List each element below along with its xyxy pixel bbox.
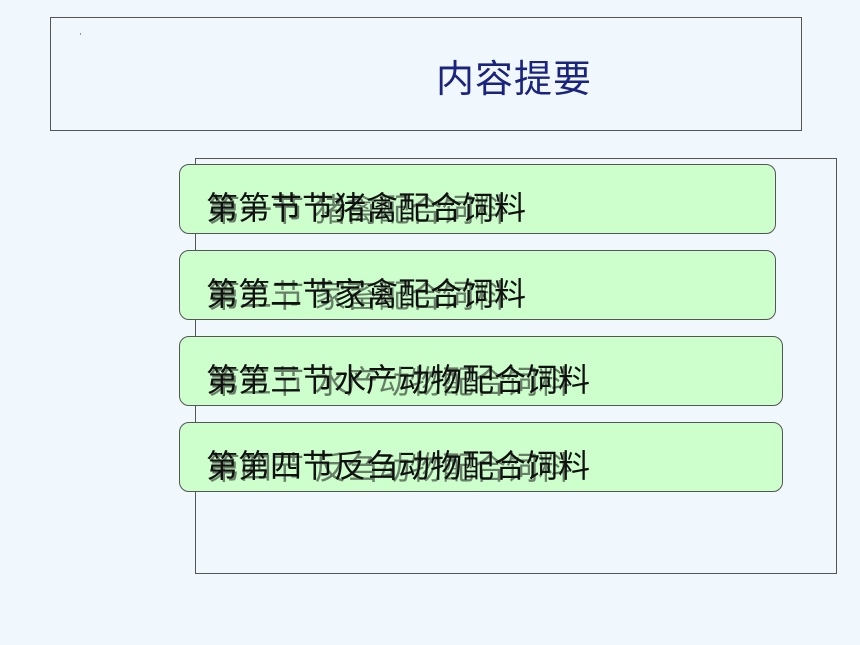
- section-item-3[interactable]: 第三节 水产动物配合饲料 第第三节水产动物配合饲料: [179, 336, 783, 406]
- page-title: 内容提要: [436, 57, 593, 101]
- section-label-3: 第第三节水产动物配合饲料: [206, 361, 591, 399]
- section-label-overlap-4: 第四节 反刍动物配合饲料: [208, 449, 571, 487]
- section-label-overlap-3: 第三节 水产动物配合饲料: [208, 363, 571, 401]
- section-label-overlap-1: 第一节 猪禽配合饲料: [208, 191, 507, 229]
- section-label-overlap-2: 第二节 家畜配合饲料: [208, 277, 507, 315]
- section-item-1[interactable]: 第一节 猪禽配合饲料 第第节节猪禽配合饲料: [179, 164, 776, 234]
- section-label-1: 第第节节猪禽配合饲料: [206, 189, 527, 227]
- section-item-2[interactable]: 第二节 家畜配合饲料 第第二节家禽配合饲料: [179, 250, 776, 320]
- title-box: · 内容提要: [50, 17, 802, 131]
- section-item-4[interactable]: 第四节 反刍动物配合饲料 第第四节反刍动物配合饲料: [179, 422, 783, 492]
- section-label-4: 第第四节反刍动物配合饲料: [206, 447, 591, 485]
- section-label-2: 第第二节家禽配合饲料: [206, 275, 527, 313]
- title-dot: ·: [79, 30, 82, 40]
